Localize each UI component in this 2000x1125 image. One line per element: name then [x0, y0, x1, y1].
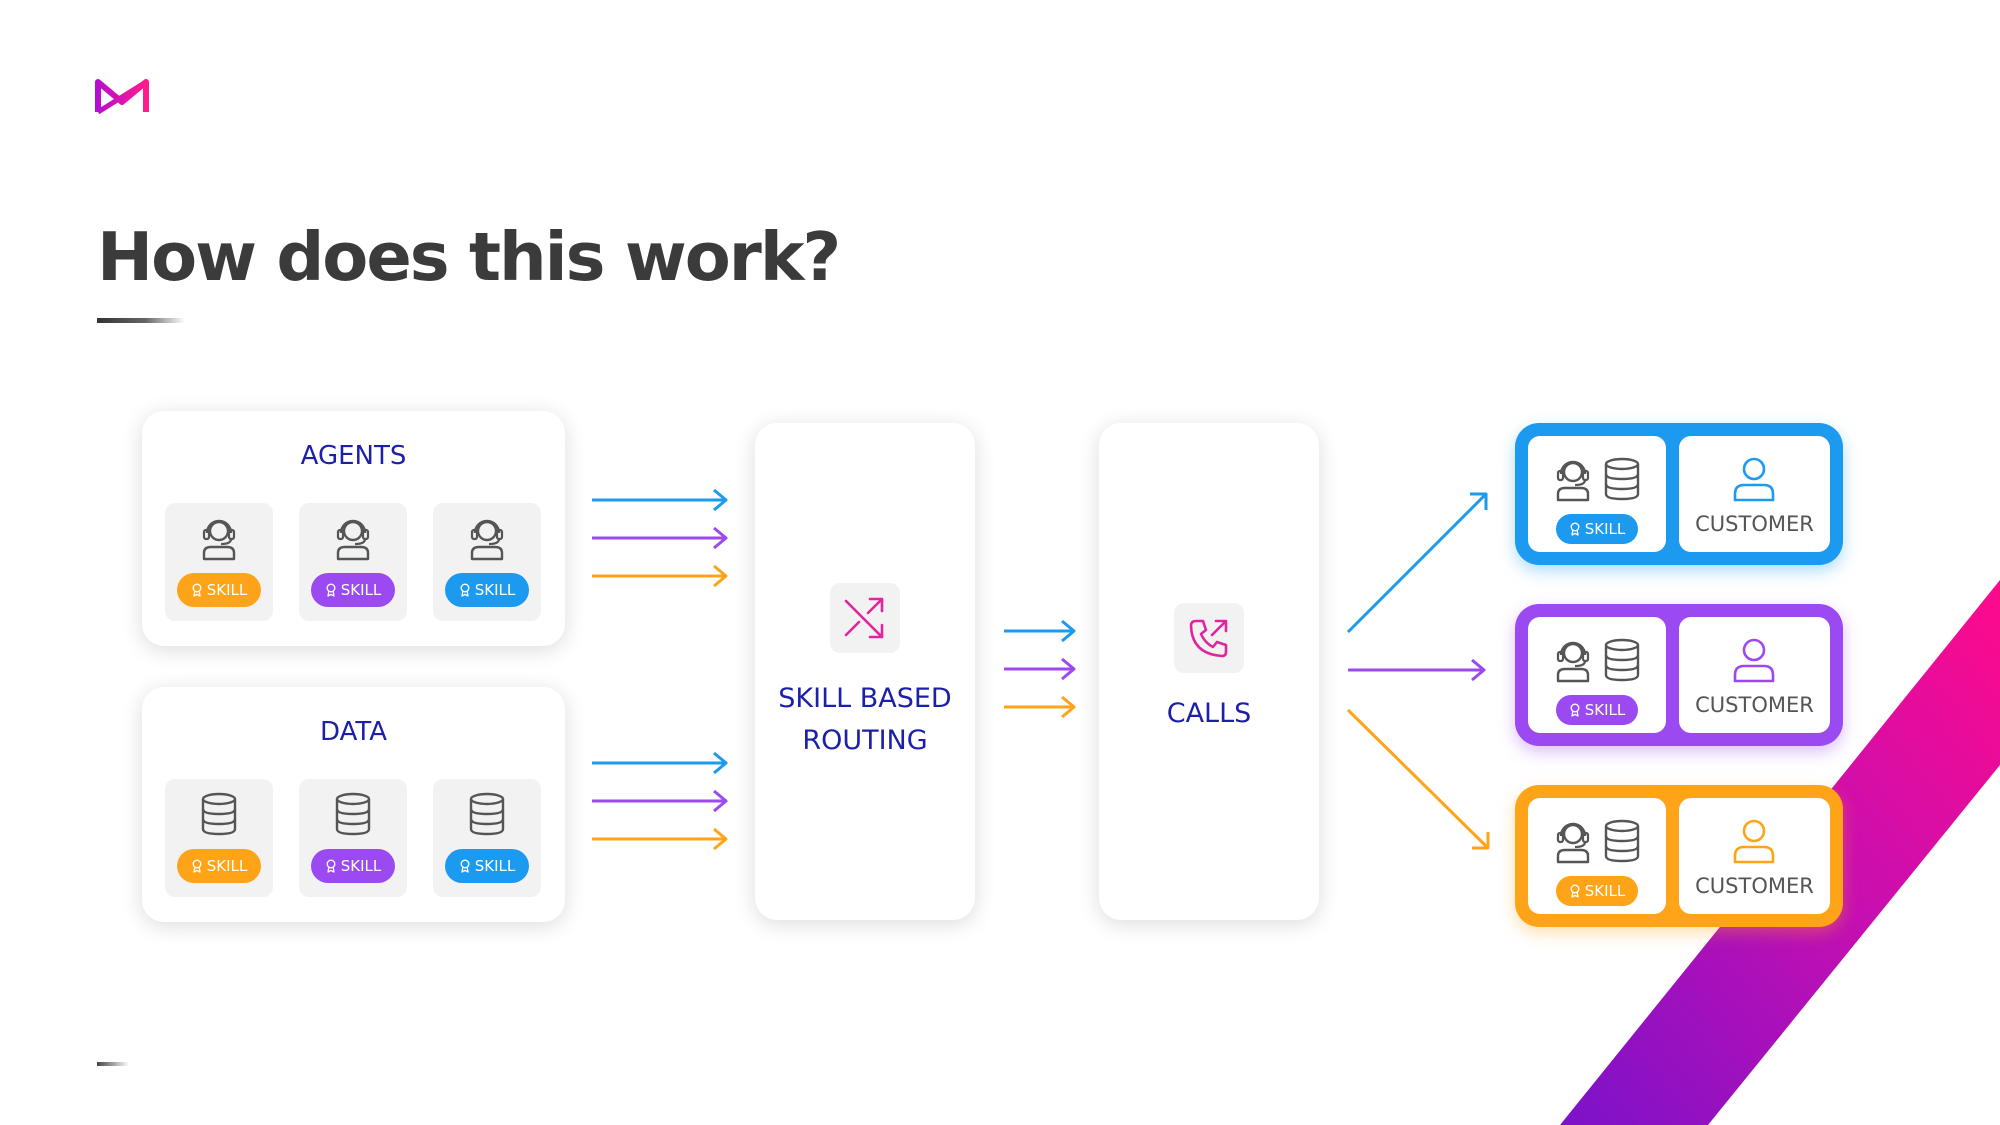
agents-card: AGENTS SKILL SKILL SKILL — [142, 411, 565, 646]
badge-icon — [459, 859, 471, 873]
skill-badge: SKILL — [1556, 876, 1638, 906]
skill-label: SKILL — [1584, 882, 1626, 900]
routing-label: SKILL BASED ROUTING — [755, 678, 975, 762]
skill-badge: SKILL — [177, 849, 261, 883]
badge-icon — [325, 859, 337, 873]
agent-tile: SKILL — [165, 503, 273, 621]
customer-label: CUSTOMER — [1695, 874, 1814, 898]
customer-label: CUSTOMER — [1695, 693, 1814, 717]
routing-label-line2: ROUTING — [802, 725, 928, 756]
customer-panel: CUSTOMER — [1679, 798, 1830, 914]
data-tile: SKILL — [299, 779, 407, 897]
database-icon — [1602, 818, 1642, 864]
arrow-group-agents — [592, 488, 728, 588]
skill-badge: SKILL — [311, 849, 395, 883]
skill-label: SKILL — [1584, 701, 1626, 719]
skill-badge: SKILL — [1556, 514, 1638, 544]
skill-badge: SKILL — [177, 573, 261, 607]
routing-card: SKILL BASED ROUTING — [755, 423, 975, 920]
agent-icon — [333, 515, 373, 561]
data-tile: SKILL — [433, 779, 541, 897]
routing-label-line1: SKILL BASED — [778, 683, 952, 714]
skill-panel: SKILL — [1528, 617, 1666, 733]
skill-badge: SKILL — [311, 573, 395, 607]
skill-label: SKILL — [340, 857, 382, 875]
agent-icon — [199, 515, 239, 561]
page-title: How does this work? — [97, 218, 841, 296]
logo-icon — [95, 79, 149, 115]
customer-label: CUSTOMER — [1695, 512, 1814, 536]
arrow-group-data — [592, 751, 728, 851]
agent-tile: SKILL — [433, 503, 541, 621]
arrow-group-routing — [1004, 619, 1076, 719]
badge-icon — [191, 583, 203, 597]
skill-label: SKILL — [206, 857, 248, 875]
agent-icon — [1552, 818, 1594, 864]
title-underline — [97, 318, 185, 323]
skill-label: SKILL — [474, 581, 516, 599]
routing-icon-tile — [830, 583, 900, 653]
skill-panel: SKILL — [1528, 436, 1666, 552]
skill-label: SKILL — [340, 581, 382, 599]
result-card-blue: SKILL CUSTOMER — [1515, 423, 1843, 565]
database-icon — [199, 791, 239, 837]
calls-card: CALLS — [1099, 423, 1319, 920]
database-icon — [1602, 637, 1642, 683]
skill-label: SKILL — [206, 581, 248, 599]
skill-badge: SKILL — [445, 849, 529, 883]
customer-icon — [1733, 638, 1775, 683]
badge-icon — [459, 583, 471, 597]
badge-icon — [1569, 522, 1581, 536]
badge-icon — [1569, 884, 1581, 898]
arrow-group-calls — [1346, 492, 1490, 850]
agents-label: AGENTS — [300, 441, 407, 471]
badge-icon — [191, 859, 203, 873]
calls-label: CALLS — [1166, 698, 1252, 729]
data-label: DATA — [320, 717, 387, 747]
badge-icon — [1569, 703, 1581, 717]
phone-icon — [1189, 619, 1228, 658]
customer-panel: CUSTOMER — [1679, 436, 1830, 552]
skill-label: SKILL — [474, 857, 516, 875]
agent-icon — [1552, 637, 1594, 683]
database-icon — [467, 791, 507, 837]
agent-icon — [1552, 456, 1594, 502]
customer-icon — [1733, 819, 1775, 864]
result-card-orange: SKILL CUSTOMER — [1515, 785, 1843, 927]
database-icon — [333, 791, 373, 837]
data-tile: SKILL — [165, 779, 273, 897]
badge-icon — [325, 583, 337, 597]
calls-icon-tile — [1174, 603, 1244, 673]
customer-icon — [1733, 457, 1775, 502]
skill-badge: SKILL — [445, 573, 529, 607]
database-icon — [1602, 456, 1642, 502]
agent-icon — [467, 515, 507, 561]
result-card-purple: SKILL CUSTOMER — [1515, 604, 1843, 746]
customer-panel: CUSTOMER — [1679, 617, 1830, 733]
skill-panel: SKILL — [1528, 798, 1666, 914]
shuffle-icon — [844, 597, 884, 639]
skill-badge: SKILL — [1556, 695, 1638, 725]
skill-label: SKILL — [1584, 520, 1626, 538]
agent-tile: SKILL — [299, 503, 407, 621]
footer-rule — [97, 1062, 129, 1066]
data-card: DATA SKILL SKILL SKILL — [142, 687, 565, 922]
